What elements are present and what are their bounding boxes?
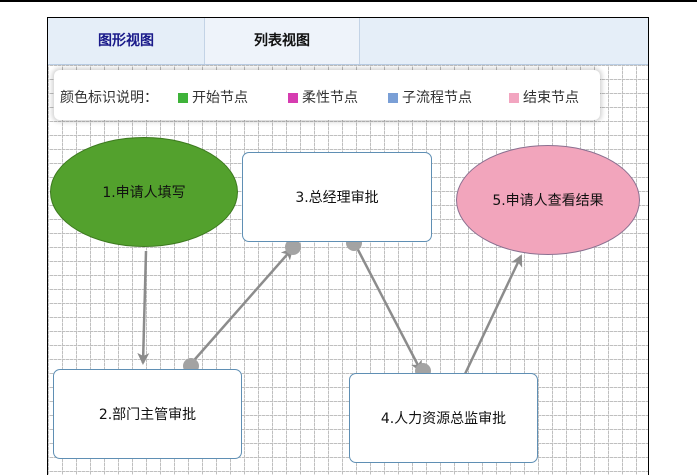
workflow-panel: 图形视图 列表视图 颜色标识说明： 开始节点 柔性节点 子流程节点 结束节点 (47, 17, 649, 475)
node-3-label: 3.总经理审批 (295, 190, 379, 206)
legend-item-flexible: 柔性节点 (288, 87, 358, 107)
node-4-label: 4.人力资源总监审批 (380, 411, 507, 427)
legend-item-end: 结束节点 (509, 87, 579, 107)
node-end-view-result[interactable]: 5.申请人查看结果 (456, 145, 640, 255)
legend-label-flexible: 柔性节点 (302, 90, 358, 106)
node-general-manager-approval[interactable]: 3.总经理审批 (242, 152, 432, 242)
connector-dot (285, 239, 301, 255)
flow-connectors (137, 235, 523, 379)
legend-label-subprocess: 子流程节点 (402, 90, 472, 106)
arrow-node1-to-node2 (137, 250, 150, 365)
legend-item-start: 开始节点 (178, 87, 248, 107)
legend-swatch-flexible (288, 93, 298, 103)
legend-swatch-subprocess (388, 93, 398, 103)
tab-graph-view[interactable]: 图形视图 (48, 18, 204, 64)
arrow-node2-to-node3 (188, 247, 294, 367)
legend-swatch-start (178, 93, 188, 103)
color-legend: 颜色标识说明： 开始节点 柔性节点 子流程节点 结束节点 (54, 70, 600, 120)
legend-swatch-end (509, 93, 519, 103)
view-tabs: 图形视图 列表视图 (48, 18, 648, 65)
node-1-label: 1.申请人填写 (102, 185, 186, 201)
node-5-label: 5.申请人查看结果 (492, 193, 604, 209)
legend-title: 颜色标识说明： (60, 90, 158, 106)
node-hr-director-approval[interactable]: 4.人力资源总监审批 (349, 373, 538, 463)
node-2-label: 2.部门主管审批 (98, 407, 197, 423)
top-border-line (0, 0, 697, 2)
legend-label-start: 开始节点 (192, 90, 248, 106)
node-start-applicant-fill[interactable]: 1.申请人填写 (50, 137, 238, 247)
legend-label-end: 结束节点 (523, 90, 579, 106)
arrow-node4-to-node5 (463, 254, 523, 375)
node-dept-manager-approval[interactable]: 2.部门主管审批 (53, 369, 242, 459)
tab-list-view[interactable]: 列表视图 (204, 18, 360, 64)
legend-item-subprocess: 子流程节点 (388, 87, 472, 107)
arrow-node3-to-node4 (353, 243, 423, 373)
